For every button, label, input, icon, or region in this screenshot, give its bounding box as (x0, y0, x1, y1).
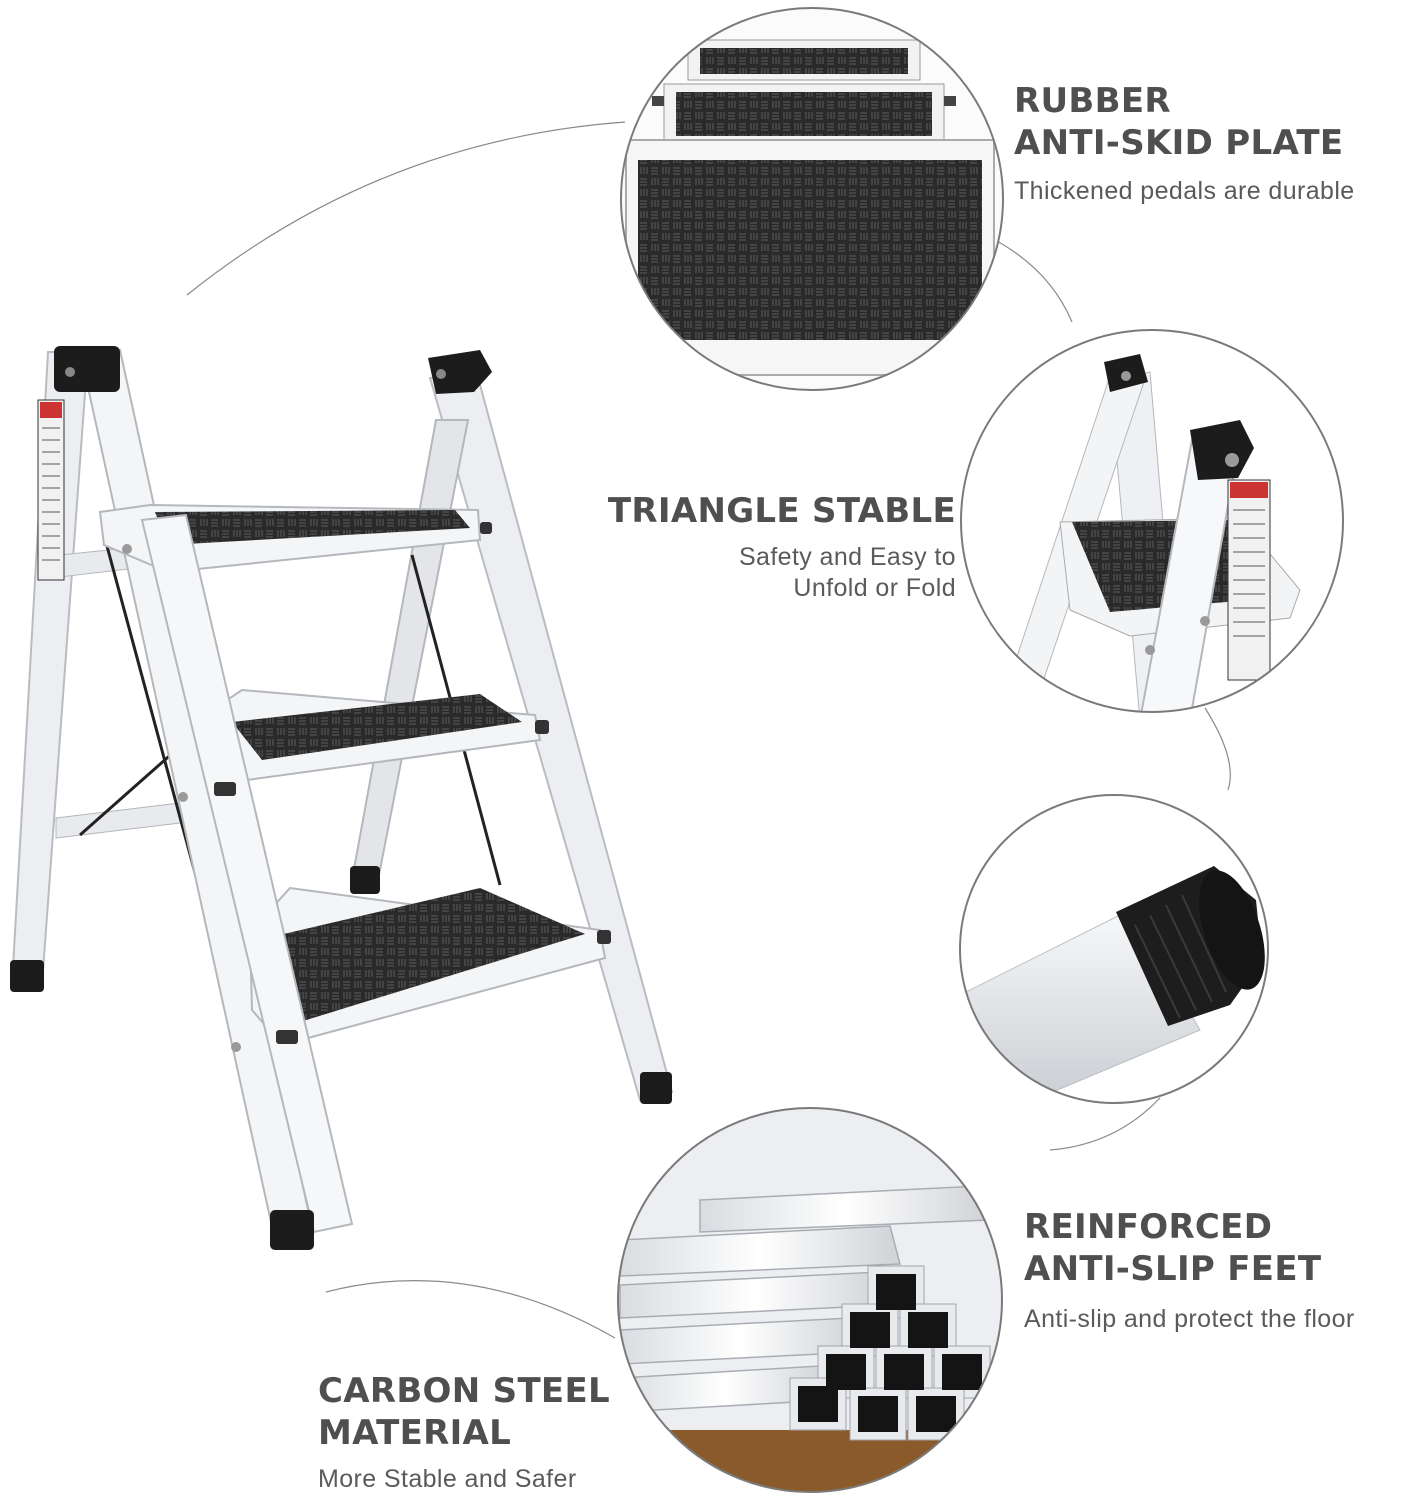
steel-subtitle: More Stable and Safer (318, 1465, 577, 1493)
connector-arcs (186, 121, 1231, 1339)
feet-feature: REINFORCED ANTI-SLIP FEET Anti-slip and … (1024, 1206, 1394, 1335)
steel-feature: CARBON STEEL MATERIAL More Stable and Sa… (318, 1370, 618, 1495)
steel-title-line1: CARBON STEEL (318, 1371, 610, 1411)
rubber-tread-closeup (620, 7, 1004, 391)
triangle-feature: TRIANGLE STABLE Safety and Easy to Unfol… (560, 490, 956, 604)
feet-subtitle: Anti-slip and protect the floor (1024, 1305, 1355, 1333)
triangle-subtitle-line2: Unfold or Fold (793, 574, 956, 602)
rubber-subtitle: Thickened pedals are durable (1014, 177, 1355, 205)
rubber-title-line1: RUBBER (1014, 81, 1171, 121)
steel-title-line2: MATERIAL (318, 1413, 512, 1453)
feet-title-line2: ANTI-SLIP FEET (1024, 1249, 1322, 1289)
steel-tubes-closeup (617, 1107, 1003, 1493)
ladder-hinge-closeup (960, 329, 1344, 713)
feet-title-line1: REINFORCED (1024, 1207, 1273, 1247)
rubber-feature: RUBBER ANTI-SKID PLATE Thickened pedals … (1014, 80, 1394, 207)
triangle-title: TRIANGLE STABLE (607, 491, 956, 531)
rubber-foot-cap-closeup (959, 794, 1269, 1104)
ladder-illustration (10, 346, 674, 1250)
rubber-title-line2: ANTI-SKID PLATE (1014, 123, 1344, 163)
triangle-subtitle-line1: Safety and Easy to (738, 543, 956, 571)
